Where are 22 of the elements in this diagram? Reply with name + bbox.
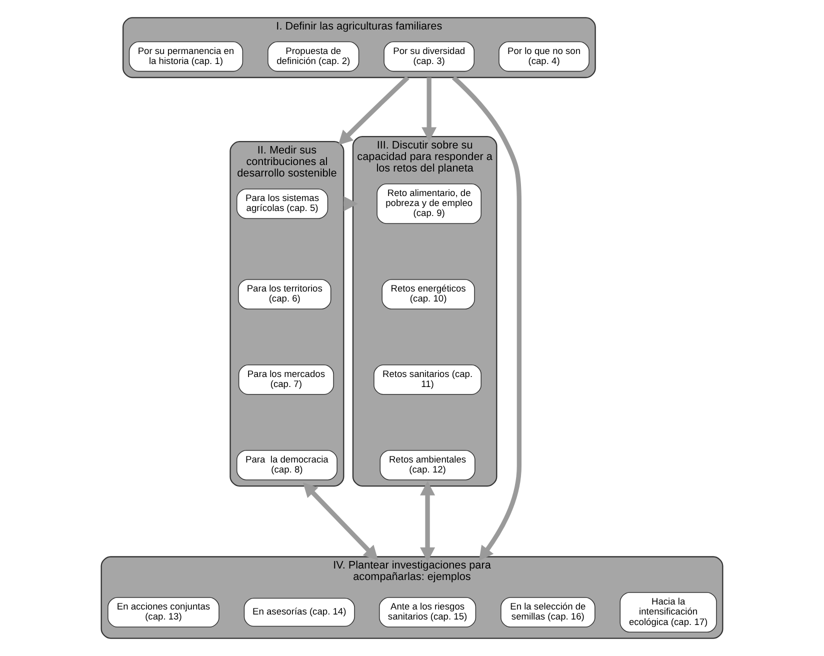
node-box: Para los territorios (cap. 6) — [238, 279, 332, 310]
node-box: En la selección de semillas (cap. 16) — [500, 597, 596, 628]
arrow — [452, 76, 522, 561]
node-box: Retos sanitarios (cap. 11) — [374, 364, 482, 395]
node-box: En asesorías (cap. 14) — [244, 598, 355, 627]
node-box: Reto alimentario, de pobreza y de empleo (cap. 9) — [376, 184, 482, 224]
node-box: Para los mercados (cap. 7) — [238, 364, 334, 395]
arrow — [420, 481, 436, 562]
arrow — [302, 482, 378, 560]
node-box: Hacia la intensificación ecológica (cap. 17) — [620, 592, 717, 632]
node-box: En acciones conjuntas (cap. 13) — [108, 597, 220, 628]
node-box: Por su diversidad (cap. 3) — [384, 41, 475, 72]
node-box: Para la democracia (cap. 8) — [236, 450, 338, 480]
node-box: Propuesta de definición (cap. 2) — [268, 41, 360, 72]
node-box: Retos energéticos (cap. 10) — [382, 279, 475, 310]
node-box: Por su permanencia en la historia (cap. 1) — [128, 41, 244, 72]
arrow — [338, 76, 410, 146]
node-box: Por lo que no son (cap. 4) — [498, 41, 590, 72]
node-box: Para los sistemas agrícolas (cap. 5) — [236, 188, 328, 219]
node-box: Retos ambientales (cap. 12) — [380, 450, 476, 480]
node-box: Ante a los riesgos sanitarios (cap. 15) — [379, 597, 476, 628]
arrow — [422, 78, 437, 142]
